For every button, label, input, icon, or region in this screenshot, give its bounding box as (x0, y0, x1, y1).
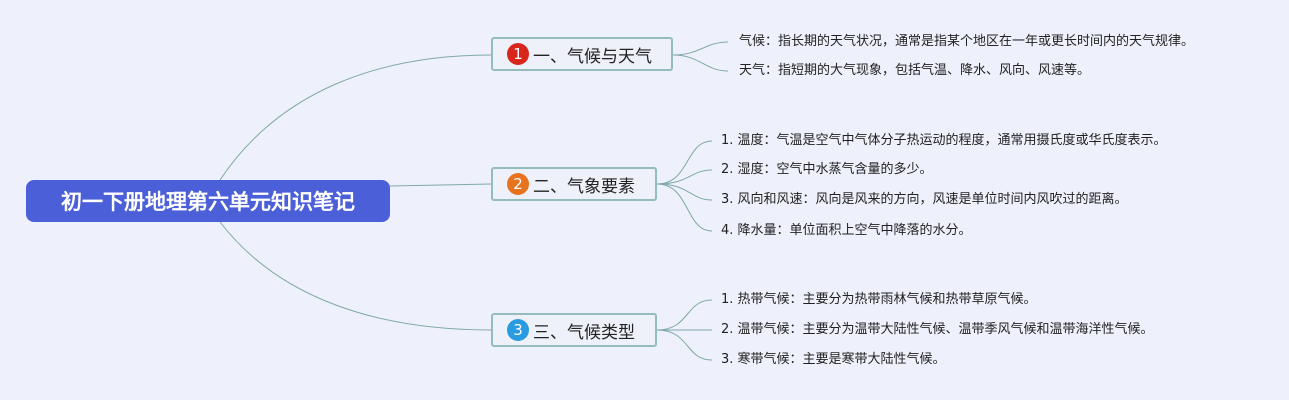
connector (672, 54, 729, 72)
branch-climate-types[interactable]: 3 三、气候类型 (491, 313, 657, 347)
connector (656, 329, 713, 361)
connector (672, 41, 729, 56)
connector (656, 140, 713, 185)
branch-label: 二、气象要素 (533, 176, 635, 197)
branch-label: 一、气候与天气 (533, 46, 652, 67)
leaf-topic[interactable]: 4. 降水量：单位面积上空气中降落的水分。 (721, 223, 972, 238)
leaf-topic[interactable]: 1. 热带气候：主要分为热带雨林气候和热带草原气候。 (721, 292, 1037, 307)
branch-label: 三、气候类型 (533, 322, 635, 343)
connector (389, 183, 492, 187)
leaf-topic[interactable]: 3. 寒带气候：主要是寒带大陆性气候。 (721, 352, 946, 367)
root-label: 初一下册地理第六单元知识笔记 (61, 190, 355, 214)
number-1-icon: 1 (507, 43, 529, 65)
leaf-topic[interactable]: 2. 温带气候：主要分为温带大陆性气候、温带季风气候和温带海洋性气候。 (721, 322, 1154, 337)
leaf-topic[interactable]: 天气：指短期的大气现象，包括气温、降水、风向、风速等。 (739, 63, 1091, 78)
connector (656, 299, 713, 331)
connector (656, 183, 713, 232)
connector (656, 169, 713, 185)
leaf-topic[interactable]: 3. 风向和风速：风向是风来的方向，风速是单位时间内风吹过的距离。 (721, 192, 1128, 207)
leaf-topic[interactable]: 气候：指长期的天气状况，通常是指某个地区在一年或更长时间内的天气规律。 (739, 34, 1195, 49)
number-3-icon: 3 (507, 319, 529, 341)
branch-climate-weather[interactable]: 1 一、气候与天气 (491, 37, 673, 71)
connector (219, 221, 492, 331)
branch-weather-elements[interactable]: 2 二、气象要素 (491, 167, 657, 201)
leaf-topic[interactable]: 2. 湿度：空气中水蒸气含量的多少。 (721, 162, 933, 177)
connector (656, 183, 713, 201)
number-2-icon: 2 (507, 173, 529, 195)
leaf-topic[interactable]: 1. 温度：气温是空气中气体分子热运动的程度，通常用摄氏度或华氏度表示。 (721, 133, 1167, 148)
root-topic[interactable]: 初一下册地理第六单元知识笔记 (26, 180, 390, 222)
connector (219, 54, 492, 181)
